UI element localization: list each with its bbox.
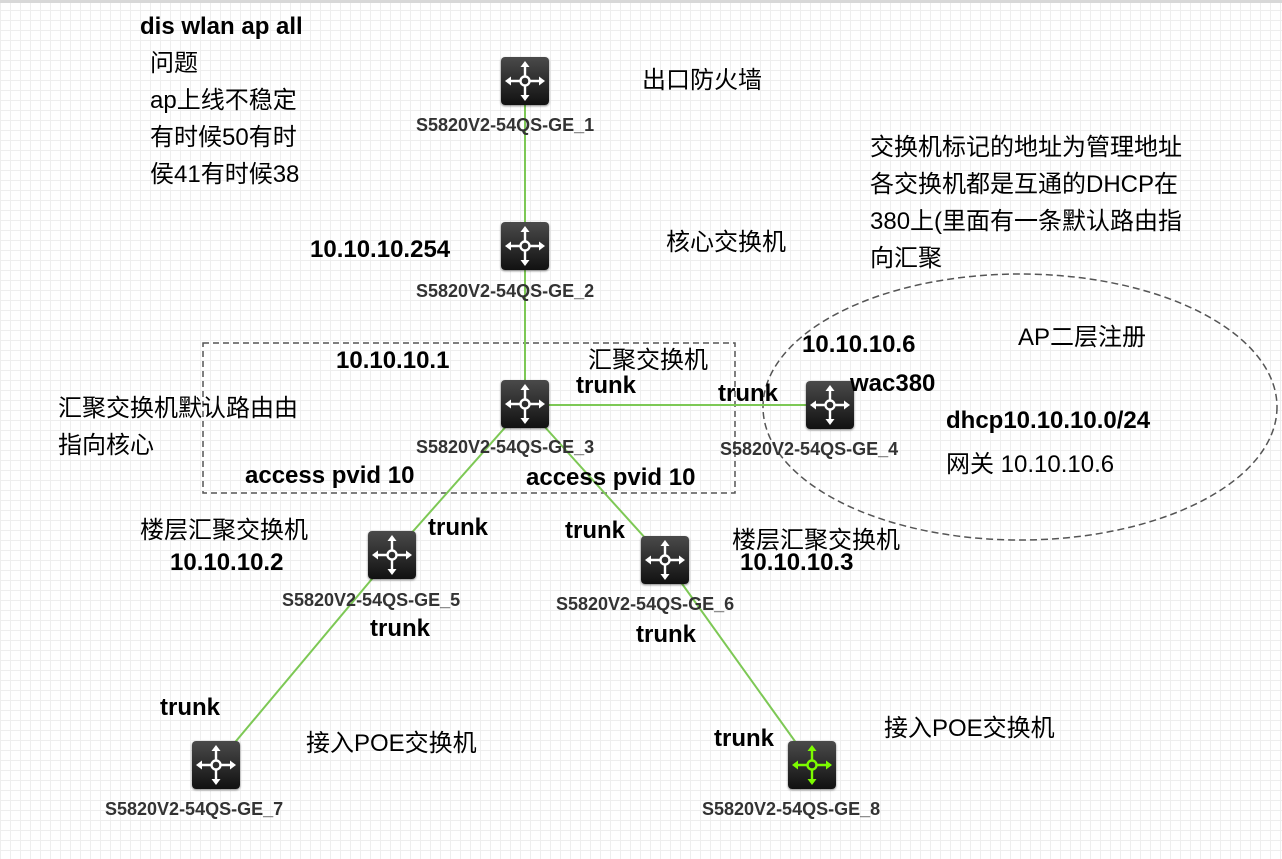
- role-ge7: 接入POE交换机: [306, 730, 477, 757]
- note-top-right: 交换机标记的地址为管理地址 各交换机都是互通的DHCP在 380上(里面有一条默…: [870, 129, 1182, 277]
- switch-ge4[interactable]: [806, 381, 854, 429]
- switch-icon: [505, 226, 545, 266]
- gateway-label: 网关 10.10.10.6: [946, 451, 1115, 478]
- device-name-ge2: S5820V2-54QS-GE_2: [416, 281, 595, 301]
- ip-ge2: 10.10.10.254: [310, 236, 451, 263]
- port-ge6-to-ge8: trunk: [636, 621, 696, 648]
- role-ge5: 楼层汇聚交换机: [140, 517, 308, 544]
- switch-icon-active: [792, 745, 832, 785]
- port-ge3-to-ge4: trunk: [576, 372, 636, 399]
- switch-ge6[interactable]: [641, 536, 689, 584]
- role-ge3: 汇聚交换机: [588, 347, 708, 374]
- role-ge4: wac380: [850, 370, 936, 397]
- device-name-ge5: S5820V2-54QS-GE_5: [282, 590, 461, 610]
- note-left-mid: 汇聚交换机默认路由由 指向核心: [58, 390, 298, 464]
- switch-icon: [505, 384, 545, 424]
- link-ge6-ge8: [664, 559, 813, 766]
- port-ge5-to-ge7: trunk: [370, 615, 430, 642]
- switch-icon: [505, 61, 545, 101]
- note-line: 向汇聚: [870, 245, 942, 272]
- ap-registration-label: AP二层注册: [1018, 324, 1147, 351]
- role-ge2: 核心交换机: [666, 229, 786, 256]
- device-name-ge4: S5820V2-54QS-GE_4: [720, 439, 899, 459]
- port-ge6-to-ge3: trunk: [565, 517, 625, 544]
- link-ge3-ge6: [524, 404, 666, 561]
- note-line: 各交换机都是互通的DHCP在: [870, 171, 1179, 198]
- port-ge7-to-ge5: trunk: [160, 694, 220, 721]
- switch-ge2[interactable]: [501, 222, 549, 270]
- note-top-left: dis wlan ap all 问题 ap上线不稳定 有时候50有时 侯41有时…: [140, 8, 303, 193]
- dhcp-pool-label: dhcp10.10.10.0/24: [946, 407, 1151, 434]
- switch-ge1[interactable]: [501, 57, 549, 105]
- note-line: 汇聚交换机默认路由由: [58, 395, 298, 422]
- device-name-ge1: S5820V2-54QS-GE_1: [416, 115, 595, 135]
- port-ge5-to-ge3: trunk: [428, 514, 488, 541]
- role-ge8: 接入POE交换机: [884, 715, 1055, 742]
- top-border: [0, 0, 1282, 3]
- role-ge6: 楼层汇聚交换机: [732, 527, 900, 554]
- ip-ge6: 10.10.10.3: [740, 549, 854, 576]
- port-ge8-to-ge6: trunk: [714, 725, 774, 752]
- note-line: dis wlan ap all: [140, 13, 303, 40]
- ip-ge3: 10.10.10.1: [336, 347, 450, 374]
- link-ge5-ge7: [215, 554, 393, 766]
- note-line: 侯41有时候38: [150, 161, 300, 188]
- note-line: ap上线不稳定: [150, 87, 297, 114]
- switch-icon: [372, 535, 412, 575]
- port-ge4-to-ge3: trunk: [718, 380, 778, 407]
- aggregation-zone-box: [202, 342, 736, 494]
- note-line: 交换机标记的地址为管理地址: [870, 134, 1182, 161]
- note-line: 指向核心: [58, 432, 154, 459]
- switch-icon: [810, 385, 850, 425]
- port-ge3-to-ge5: access pvid 10: [245, 462, 415, 489]
- note-line: 有时候50有时: [150, 124, 297, 151]
- ip-ge4: 10.10.10.6: [802, 331, 916, 358]
- ap-registration-zone: [762, 273, 1278, 541]
- switch-ge3[interactable]: [501, 380, 549, 428]
- device-name-ge7: S5820V2-54QS-GE_7: [105, 799, 284, 819]
- ip-ge5: 10.10.10.2: [170, 549, 284, 576]
- device-name-ge6: S5820V2-54QS-GE_6: [556, 594, 735, 614]
- switch-icon: [196, 745, 236, 785]
- device-name-ge8: S5820V2-54QS-GE_8: [702, 799, 881, 819]
- switch-icon: [645, 540, 685, 580]
- link-ge3-ge5: [391, 404, 526, 556]
- note-line: 380上(里面有一条默认路由指: [870, 208, 1183, 235]
- port-ge3-to-ge6: access pvid 10: [526, 464, 696, 491]
- switch-ge8[interactable]: [788, 741, 836, 789]
- role-ge1: 出口防火墙: [642, 67, 762, 94]
- device-name-ge3: S5820V2-54QS-GE_3: [416, 437, 595, 457]
- switch-ge7[interactable]: [192, 741, 240, 789]
- switch-ge5[interactable]: [368, 531, 416, 579]
- note-line: 问题: [150, 50, 198, 77]
